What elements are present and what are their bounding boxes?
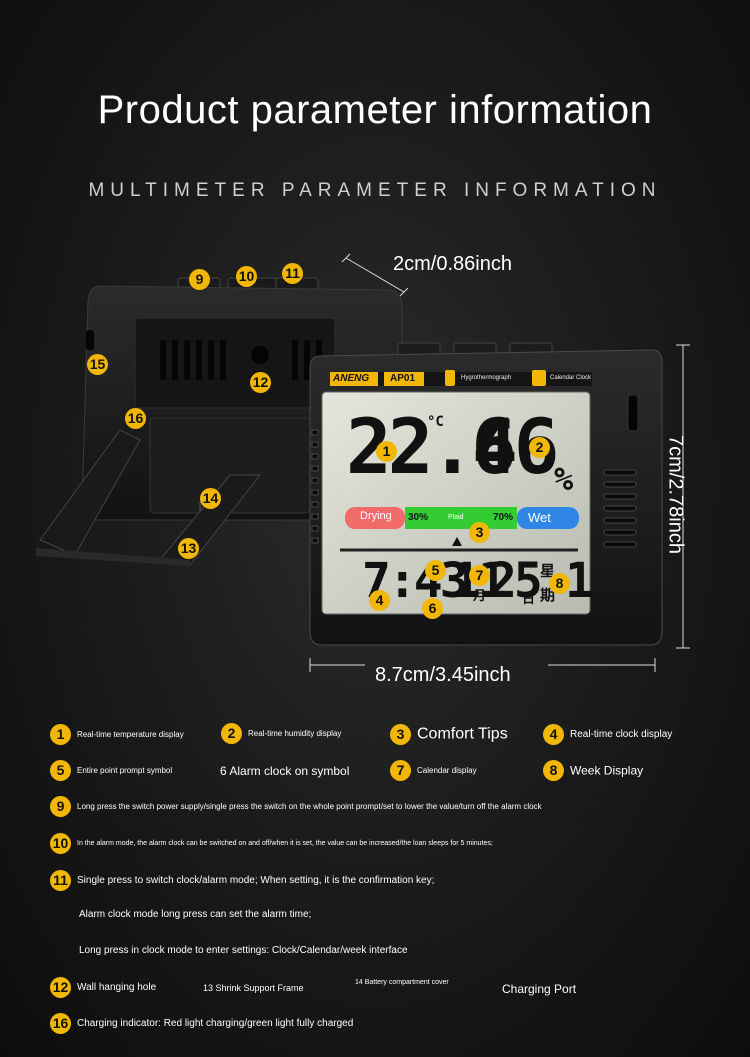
legend-item-11-alarm: Alarm clock mode long press can set the …: [79, 909, 312, 920]
legend-text: 6 Alarm clock on symbol: [220, 763, 350, 778]
legend-item-11-clock: Long press in clock mode to enter settin…: [79, 945, 408, 956]
legend-item-13: 13 Shrink Support Frame: [203, 983, 304, 993]
legend-badge: 11: [50, 870, 71, 891]
humidity-unit: %: [554, 460, 574, 498]
legend-badge: 8: [543, 760, 564, 781]
comfort-wet-label: Wet: [528, 510, 551, 525]
callout-13: 13: [178, 538, 199, 559]
width-dimension: 8.7cm/3.45inch: [375, 664, 511, 686]
legend-text: Real-time clock display: [570, 729, 673, 740]
model-label: AP01: [390, 373, 416, 384]
legend-badge: 12: [50, 977, 71, 998]
legend-text: Wall hanging hole: [77, 982, 157, 993]
legend-item-5: 5 Entire point prompt symbol: [50, 760, 172, 781]
callout-9: 9: [189, 269, 210, 290]
callout-10: 10: [236, 266, 257, 287]
legend-item-16: 16 Charging indicator: Red light charging…: [50, 1013, 353, 1034]
callout-5: 5: [425, 560, 446, 581]
legend-badge: 3: [390, 724, 411, 745]
legend-text: In the alarm mode, the alarm clock can b…: [77, 840, 493, 847]
legend-item-4: 4 Real-time clock display: [543, 724, 672, 745]
legend-text: Long press the switch power supply/singl…: [77, 802, 542, 811]
legend-text: Real-time humidity display: [248, 729, 342, 738]
page-title: Product parameter information: [97, 88, 653, 132]
comfort-plaid-label: Plaid: [448, 514, 464, 521]
legend-item-1: 1 Real-time temperature display: [50, 724, 184, 745]
brand-label: ANENG: [333, 373, 370, 384]
month-char: 月: [473, 589, 487, 604]
day-char: 日: [522, 592, 536, 607]
legend-item-7: 7 Calendar display: [390, 760, 477, 781]
callout-3: 3: [469, 522, 490, 543]
depth-dimension: 2cm/0.86inch: [393, 253, 512, 275]
callout-7: 7: [469, 565, 490, 586]
legend-text: Comfort Tips: [417, 725, 508, 743]
callout-8: 8: [549, 573, 570, 594]
legend-item-3: 3 Comfort Tips: [390, 724, 508, 745]
legend-text: Week Display: [570, 763, 644, 778]
callout-6: 6: [422, 598, 443, 619]
legend-text: Charging indicator: Red light charging/g…: [77, 1018, 354, 1029]
legend-text: Calendar display: [417, 766, 477, 775]
legend-badge: 2: [221, 723, 242, 744]
legend-text: Entire point prompt symbol: [77, 766, 173, 775]
legend-badge: 1: [50, 724, 71, 745]
legend-badge: 4: [543, 724, 564, 745]
legend-item-15: Charging Port: [502, 982, 577, 996]
calendar-label: Calendar Clock: [550, 375, 592, 381]
legend-item-12: 12 Wall hanging hole: [50, 977, 156, 998]
legend-item-9: 9 Long press the switch power supply/sing…: [50, 796, 542, 817]
legend-badge: 10: [50, 833, 71, 854]
legend-badge: 9: [50, 796, 71, 817]
page-subtitle: MULTIMETER PARAMETER INFORMATION: [88, 180, 662, 201]
legend-item-14: 14 Battery compartment cover: [355, 979, 449, 986]
legend-badge: 5: [50, 760, 71, 781]
callout-1: 1: [376, 441, 397, 462]
callout-11: 11: [282, 263, 303, 284]
temperature-unit: °C: [427, 414, 444, 430]
legend-badge: 7: [390, 760, 411, 781]
legend-item-11: 11 Single press to switch clock/alarm mod…: [50, 870, 434, 891]
height-dimension: 7cm/2.78inch: [664, 435, 687, 554]
legend-text: Real-time temperature display: [77, 730, 184, 739]
product-illustration: [36, 253, 690, 672]
legend-item-2: 2 Real-time humidity display: [221, 723, 341, 744]
legend-badge: 16: [50, 1013, 71, 1034]
comfort-drying-label: Drying: [360, 510, 392, 522]
legend-item-10: 10 In the alarm mode, the alarm clock can…: [50, 833, 493, 854]
legend-item-6: 6 Alarm clock on symbol: [220, 762, 349, 780]
temperature-readout: 22.6: [346, 402, 517, 491]
callout-15: 15: [87, 354, 108, 375]
callout-16: 16: [125, 408, 146, 429]
comfort-low-threshold: 30%: [408, 512, 429, 523]
hygro-label: Hygrothermograph: [461, 375, 512, 381]
calendar-day: 25: [488, 553, 543, 609]
callout-14: 14: [200, 488, 221, 509]
callout-12: 12: [250, 372, 271, 393]
callout-4: 4: [369, 590, 390, 611]
legend-item-8: 8 Week Display: [543, 760, 643, 781]
legend-text: Single press to switch clock/alarm mode;…: [77, 875, 435, 886]
comfort-high-threshold: 70%: [493, 512, 514, 523]
callout-2: 2: [529, 437, 550, 458]
